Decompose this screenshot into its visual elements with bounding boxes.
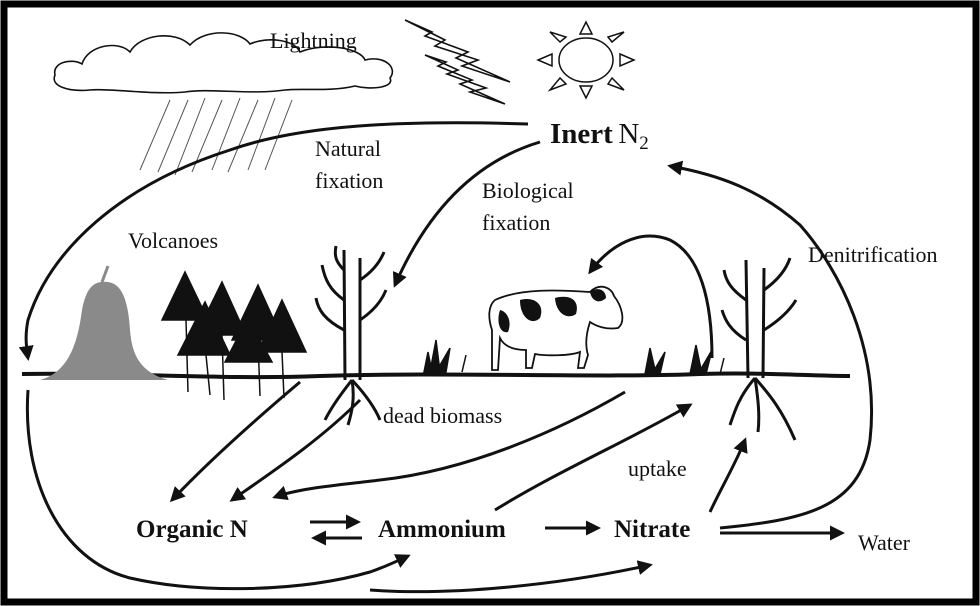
rain-icon (140, 98, 292, 175)
label-biological-fixation: fixation (482, 212, 550, 234)
label-n2-subscript: 2 (639, 133, 649, 154)
label-natural: Natural (315, 138, 381, 160)
label-inert: Inert (550, 118, 613, 150)
label-uptake: uptake (628, 458, 687, 480)
denitrification-arrow (670, 166, 872, 528)
label-inert-n2: Inert N2 (550, 120, 649, 149)
sun-icon (538, 22, 634, 98)
corn-plant-icon (722, 258, 796, 440)
label-lightning: Lightning (270, 30, 357, 52)
label-nitrate: Nitrate (614, 517, 690, 542)
label-volcanoes: Volcanoes (128, 230, 218, 252)
volcano-icon (40, 266, 168, 380)
label-denitrification: Denitrification (808, 244, 938, 266)
label-n2-base: N (618, 118, 639, 150)
label-dead-biomass: dead biomass (383, 405, 502, 427)
label-biological: Biological (482, 180, 574, 202)
label-organic-n: Organic N (136, 517, 248, 542)
frame-border (4, 4, 976, 602)
tree-icon (162, 272, 306, 400)
ammonium-to-nitrate-bottom-arrow (370, 565, 650, 592)
label-natural-fixation: fixation (315, 170, 383, 192)
label-ammonium: Ammonium (378, 517, 506, 542)
label-water: Water (858, 532, 910, 554)
nitrate-uptake-arrow (710, 440, 745, 512)
lightning-icon (405, 20, 510, 104)
forest-to-organic-arrow (172, 382, 300, 500)
corn-plant-icon (316, 246, 386, 425)
cow-icon (489, 287, 622, 370)
